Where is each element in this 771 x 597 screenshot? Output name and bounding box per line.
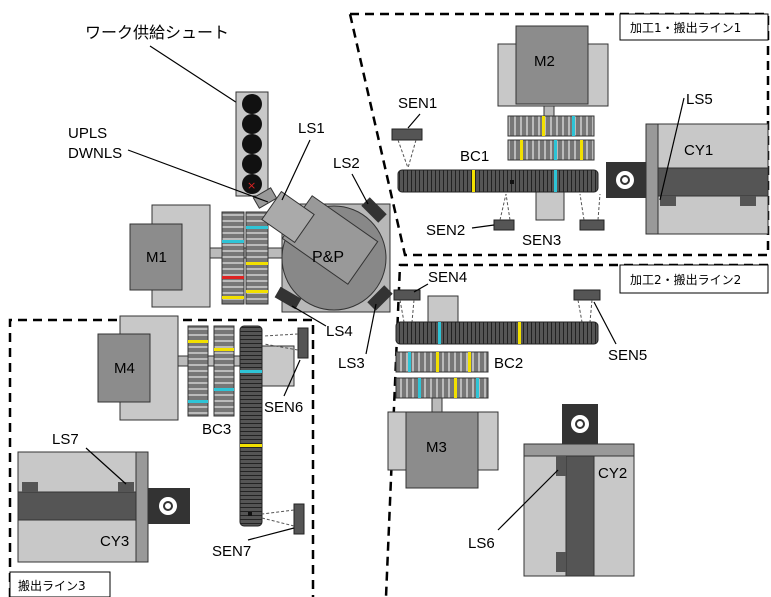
- sen3-sensor: [579, 219, 605, 231]
- zone-line1-label: 加工1・搬出ライン1: [630, 20, 741, 35]
- sen1-sensor: [391, 128, 423, 141]
- sen2-label: SEN2: [426, 222, 465, 239]
- m1-label: M1: [146, 249, 167, 266]
- sen4-sensor: [393, 289, 421, 301]
- bc2-gears: [395, 351, 489, 399]
- bc2-label: BC2: [494, 355, 523, 372]
- pick-place-label: P&P: [312, 249, 344, 266]
- sen7-sensor: [293, 503, 305, 535]
- dwnls-label: DWNLS: [68, 145, 122, 162]
- ls6-label: LS6: [468, 535, 495, 552]
- zone-line2-label: 加工2・搬出ライン2: [630, 272, 741, 287]
- bc3-gears: [187, 325, 235, 417]
- sen5-sensor: [573, 289, 601, 301]
- motor-m2: M2: [497, 25, 609, 119]
- bc3-label: BC3: [202, 421, 231, 438]
- ls3-label: LS3: [338, 355, 365, 372]
- zone-line2-boundary: 加工2・搬出ライン2: [384, 263, 769, 597]
- zone-line3-label: 搬出ライン3: [18, 578, 86, 593]
- sen4-label: SEN4: [428, 269, 467, 286]
- m1-gears: [221, 211, 269, 305]
- ls4-label: LS4: [326, 323, 353, 340]
- feed-chute-label: ワーク供給シュート: [85, 24, 229, 42]
- motor-m3: M3: [387, 397, 499, 489]
- bc1-label: BC1: [460, 148, 489, 165]
- cylinder-cy1: CY1: [606, 123, 769, 235]
- sen5-label: SEN5: [608, 347, 647, 364]
- conveyor-bc3: [239, 325, 295, 527]
- ls5-label: LS5: [686, 91, 713, 108]
- ls1-label: LS1: [298, 120, 325, 137]
- cy2-label: CY2: [598, 465, 627, 482]
- ls4-switch: [274, 286, 302, 310]
- zone-line1-boundary: 加工1・搬出ライン1: [348, 12, 770, 257]
- sen1-label: SEN1: [398, 95, 437, 112]
- conveyor-bc1: [397, 169, 599, 221]
- ls2-label: LS2: [333, 155, 360, 172]
- ls7-label: LS7: [52, 431, 79, 448]
- conveyor-bc2: [395, 295, 599, 345]
- sen6-sensor: [297, 327, 309, 359]
- pick-and-place: P&P: [261, 190, 391, 313]
- sen2-sensor: [493, 219, 515, 231]
- bc1-gears: [507, 115, 595, 161]
- m4-label: M4: [114, 360, 135, 377]
- svg-text:×: ×: [247, 179, 256, 192]
- m3-label: M3: [426, 439, 447, 456]
- ls3-switch: [367, 285, 393, 311]
- upls-label: UPLS: [68, 125, 107, 142]
- sen6-label: SEN6: [264, 399, 303, 416]
- feed-chute: ×: [235, 91, 278, 209]
- m2-label: M2: [534, 53, 555, 70]
- sen3-label: SEN3: [522, 232, 561, 249]
- cylinder-cy2: CY2: [523, 404, 635, 577]
- cy3-label: CY3: [100, 533, 129, 550]
- cylinder-cy3: CY3: [17, 451, 190, 563]
- workpiece-sensor-lamp: [242, 174, 262, 194]
- cy1-label: CY1: [684, 142, 713, 159]
- sen7-label: SEN7: [212, 543, 251, 560]
